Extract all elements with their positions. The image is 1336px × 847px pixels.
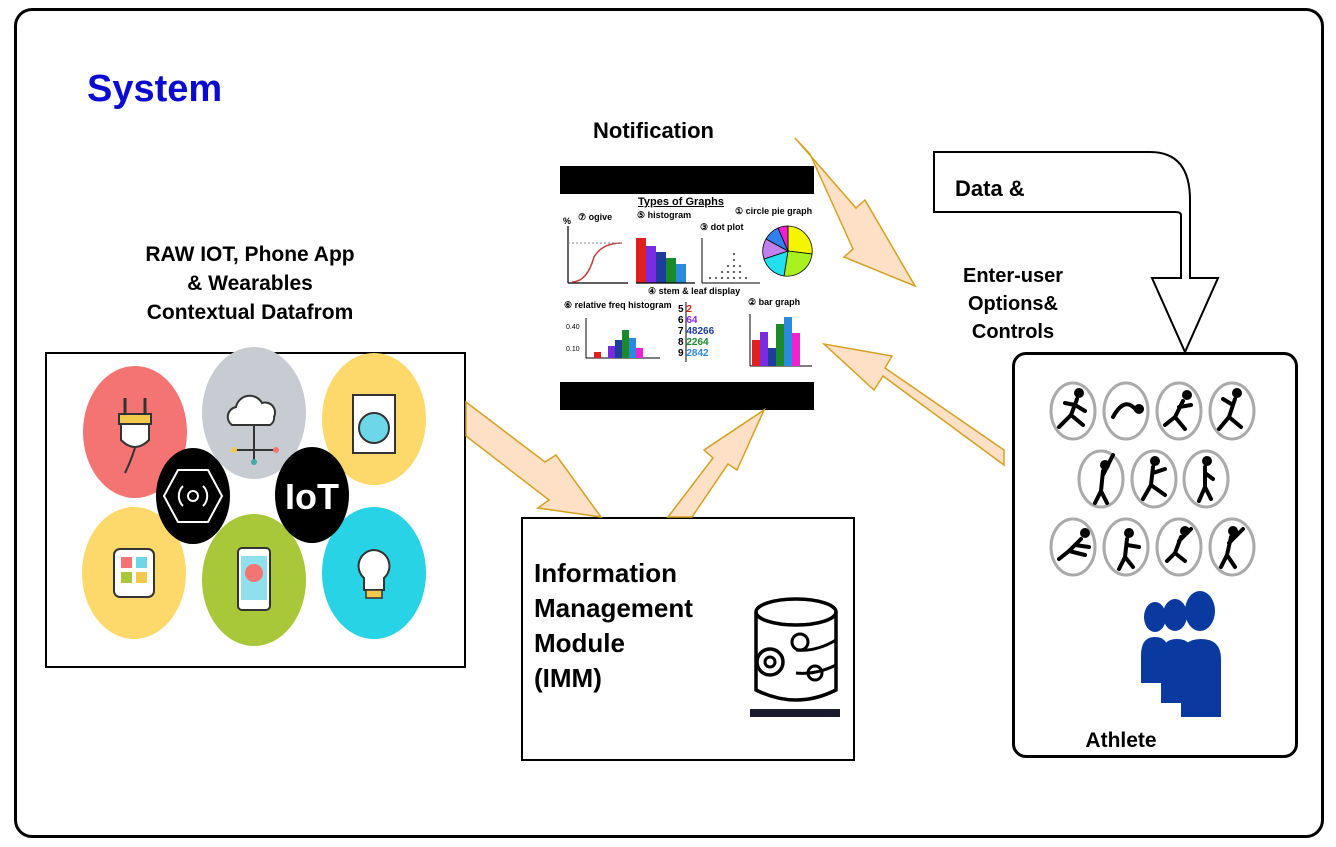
graph-label-pie: ① circle pie graph bbox=[735, 206, 813, 216]
graph-label-dot-plot: ③ dot plot bbox=[700, 222, 744, 232]
stem-leaf-row: 7 48266 bbox=[678, 326, 714, 337]
athlete-silhouettes bbox=[1057, 388, 1245, 571]
stem: 5 bbox=[678, 304, 684, 315]
stem: 6 bbox=[678, 315, 684, 326]
system-frame bbox=[14, 8, 1324, 838]
imm-box bbox=[521, 517, 855, 761]
leaf: 2842 bbox=[686, 348, 709, 359]
arrow-imm-to-notification bbox=[666, 407, 766, 518]
graphs-panel: Types of Graphs ⑦ ogive ⑤ histogram ① ci… bbox=[560, 166, 814, 410]
dot-plot bbox=[701, 238, 760, 284]
athlete-box: Athlete bbox=[1012, 352, 1298, 758]
arrow-iot-to-imm bbox=[465, 400, 603, 518]
source-label-line: Contextual Datafrom bbox=[146, 301, 354, 324]
graphs-panel-title: Types of Graphs bbox=[638, 196, 724, 208]
controls-label-line: Enter-user bbox=[962, 265, 1064, 287]
sport-pictograms bbox=[1049, 381, 1256, 577]
leaf: 2264 bbox=[686, 337, 709, 348]
ogive-plot bbox=[567, 226, 628, 284]
histogram-plot bbox=[636, 238, 695, 284]
graph-label-histogram: ⑤ histogram bbox=[637, 210, 692, 220]
system-title: System bbox=[87, 68, 223, 110]
data-arrow-label: Data & bbox=[955, 176, 1025, 201]
source-label-line: RAW IOT, Phone App bbox=[145, 243, 355, 266]
graph-label-ogive: ⑦ ogive bbox=[578, 212, 613, 222]
stem: 8 bbox=[678, 337, 684, 348]
imm-label-line: Module bbox=[534, 628, 625, 658]
leaf: 64 bbox=[686, 315, 698, 326]
imm-label-line: Management bbox=[534, 593, 693, 623]
controls-label-line: Options& bbox=[968, 293, 1058, 315]
cloud-network-icon bbox=[202, 347, 306, 479]
graph-label-relfreq: ⑥ relative freq histogram bbox=[564, 300, 672, 310]
stem-leaf-row: 6 64 bbox=[678, 315, 714, 326]
controls-label-line: Controls bbox=[971, 321, 1055, 343]
imm-label: Information Management Module (IMM) bbox=[534, 556, 693, 696]
stem-leaf-row: 5 2 bbox=[678, 304, 714, 315]
pie-chart bbox=[762, 225, 813, 277]
arrow-to-enduser bbox=[794, 137, 917, 288]
iot-badge-text: IoT bbox=[285, 476, 339, 517]
graphs-drawings bbox=[567, 225, 813, 367]
people-group-icon bbox=[1141, 591, 1221, 717]
smartwatch-icon bbox=[82, 507, 186, 639]
relfreq-tick-040: 0.40 bbox=[566, 324, 580, 331]
stem: 9 bbox=[678, 348, 684, 359]
arrow-athlete-to-notification bbox=[821, 342, 1005, 467]
source-label: RAW IOT, Phone App & Wearables Contextua… bbox=[110, 240, 390, 327]
graphs-panel-top-bar bbox=[560, 166, 814, 194]
relfreq-histogram bbox=[585, 318, 660, 359]
iot-badge-icon: IoT bbox=[275, 447, 349, 543]
stem-leaf-row: 8 2264 bbox=[678, 337, 714, 348]
graph-label-stem-leaf: ④ stem & leaf display bbox=[648, 286, 741, 296]
ogive-axis-label: % bbox=[563, 216, 572, 226]
notification-label: Notification bbox=[593, 118, 714, 143]
imm-label-line: (IMM) bbox=[534, 663, 602, 693]
smartphone-wifi-icon bbox=[202, 514, 306, 646]
graph-label-bar: ② bar graph bbox=[748, 297, 801, 307]
stem-leaf-table: 5 2 6 64 7 48266 8 2264 9 2842 bbox=[678, 304, 714, 359]
sensor-network-icon bbox=[156, 448, 230, 544]
imm-label-line: Information bbox=[534, 558, 677, 588]
athletics-icons bbox=[1049, 381, 1256, 717]
stem-leaf-row: 9 2842 bbox=[678, 348, 714, 359]
leaf: 2 bbox=[686, 304, 692, 315]
athlete-label: Athlete bbox=[1085, 729, 1157, 751]
bar-graph bbox=[749, 314, 812, 367]
plug-icon bbox=[83, 366, 187, 498]
source-label-line: & Wearables bbox=[187, 272, 313, 295]
controls-label: Enter-user Options& Controls bbox=[948, 262, 1078, 346]
leaf: 48266 bbox=[686, 326, 715, 337]
lightbulb-icon bbox=[322, 507, 426, 639]
graphs-panel-bottom-bar bbox=[560, 382, 814, 410]
relfreq-tick-010: 0.10 bbox=[566, 346, 580, 353]
washing-machine-icon bbox=[322, 353, 426, 485]
stem: 7 bbox=[678, 326, 684, 337]
